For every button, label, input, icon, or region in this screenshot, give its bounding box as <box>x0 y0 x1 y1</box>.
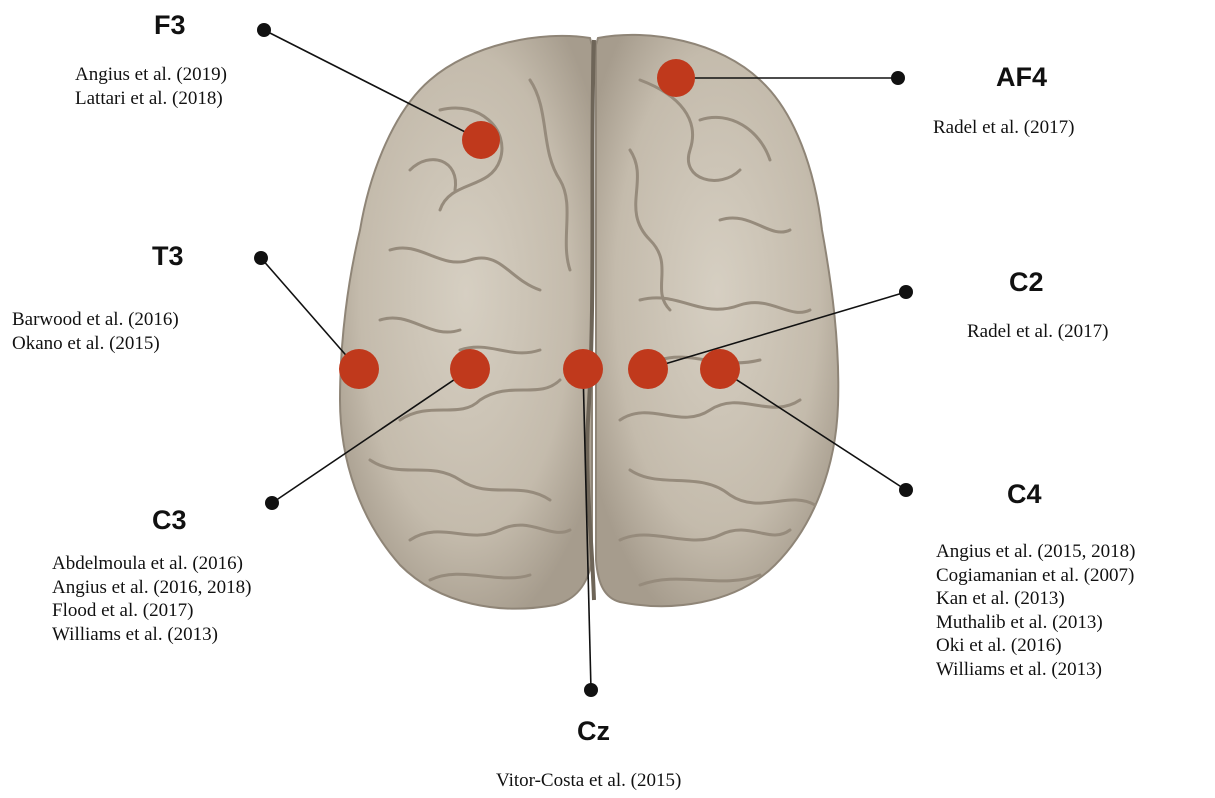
ref-item: Flood et al. (2017) <box>52 599 251 623</box>
electrode-f3 <box>462 121 500 159</box>
site-label-c4: C4 <box>1007 479 1042 510</box>
site-label-f3: F3 <box>154 10 186 41</box>
leader-dot-t3 <box>254 251 268 265</box>
ref-item: Kan et al. (2013) <box>936 587 1135 611</box>
leader-dot-cz <box>584 683 598 697</box>
site-label-c3: C3 <box>152 505 187 536</box>
ref-item: Williams et al. (2013) <box>52 623 251 647</box>
ref-item: Lattari et al. (2018) <box>75 87 227 111</box>
refs-c3: Abdelmoula et al. (2016) Angius et al. (… <box>52 552 251 646</box>
electrode-t3 <box>339 349 379 389</box>
ref-item: Cogiamanian et al. (2007) <box>936 564 1135 588</box>
ref-item: Barwood et al. (2016) <box>12 308 179 332</box>
refs-f3: Angius et al. (2019) Lattari et al. (201… <box>75 63 227 110</box>
site-label-t3: T3 <box>152 241 184 272</box>
leader-dot-c2 <box>899 285 913 299</box>
ref-item: Angius et al. (2016, 2018) <box>52 576 251 600</box>
ref-item: Muthalib et al. (2013) <box>936 611 1135 635</box>
refs-t3: Barwood et al. (2016) Okano et al. (2015… <box>12 308 179 355</box>
ref-item: Radel et al. (2017) <box>933 116 1074 140</box>
ref-item: Abdelmoula et al. (2016) <box>52 552 251 576</box>
ref-item: Radel et al. (2017) <box>967 320 1108 344</box>
refs-af4: Radel et al. (2017) <box>933 116 1074 140</box>
ref-item: Angius et al. (2015, 2018) <box>936 540 1135 564</box>
ref-item: Oki et al. (2016) <box>936 634 1135 658</box>
left-hemisphere <box>340 36 592 609</box>
ref-item: Okano et al. (2015) <box>12 332 179 356</box>
electrode-c4 <box>700 349 740 389</box>
refs-c4: Angius et al. (2015, 2018) Cogiamanian e… <box>936 540 1135 681</box>
leader-dot-c4 <box>899 483 913 497</box>
electrode-cz <box>563 349 603 389</box>
electrode-c3 <box>450 349 490 389</box>
leader-dot-af4 <box>891 71 905 85</box>
leader-dot-f3 <box>257 23 271 37</box>
ref-item: Williams et al. (2013) <box>936 658 1135 682</box>
ref-item: Vitor-Costa et al. (2015) <box>496 769 681 793</box>
electrode-af4 <box>657 59 695 97</box>
site-label-cz: Cz <box>577 716 610 747</box>
site-label-c2: C2 <box>1009 267 1044 298</box>
leader-dot-c3 <box>265 496 279 510</box>
refs-c2: Radel et al. (2017) <box>967 320 1108 344</box>
refs-cz: Vitor-Costa et al. (2015) <box>496 769 681 793</box>
site-label-af4: AF4 <box>996 62 1047 93</box>
right-hemisphere <box>596 35 838 606</box>
ref-item: Angius et al. (2019) <box>75 63 227 87</box>
electrode-c2 <box>628 349 668 389</box>
leader-line-t3 <box>261 258 358 369</box>
